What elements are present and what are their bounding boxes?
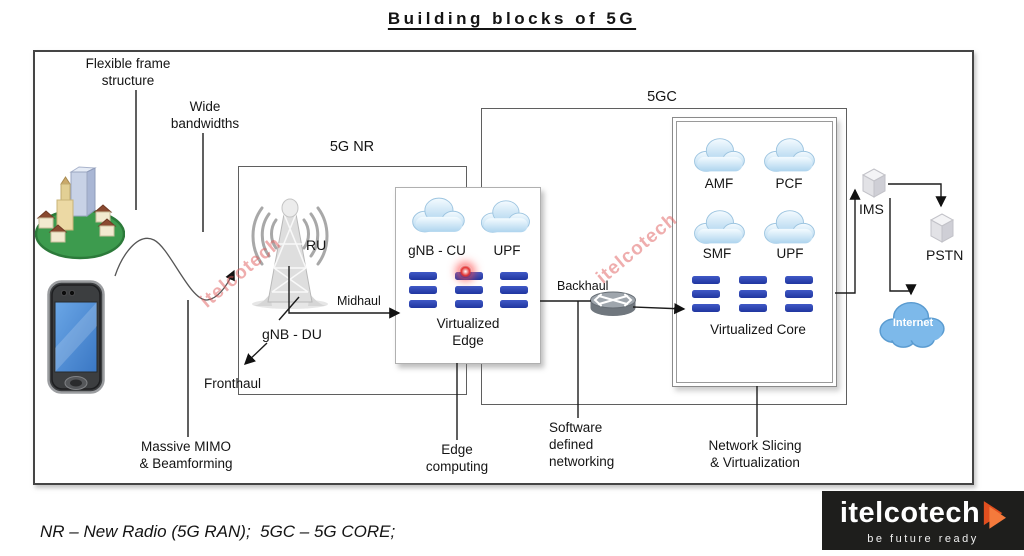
cloud-icon-gnb-cu — [412, 197, 465, 233]
label-internet: Internet — [892, 317, 934, 329]
label-smf: SMF — [702, 246, 732, 261]
laser-pointer-dot — [459, 265, 472, 278]
server-rack — [692, 276, 720, 312]
label-gnb-du: gNB - DU — [262, 326, 322, 342]
label-virtualized-core: Virtualized Core — [710, 322, 806, 337]
brand-name: itelcotech — [839, 497, 981, 529]
pstn-node-icon — [929, 213, 955, 243]
brand-logo: itelcotech be future ready — [822, 491, 1024, 550]
server-rack — [500, 272, 528, 308]
cloud-icon-upf-edge — [480, 200, 530, 233]
label-ru: RU — [306, 237, 327, 253]
label-gnb-cu: gNB - CU — [408, 243, 466, 258]
radio-waves — [251, 206, 329, 266]
label-flexible-frame: Flexible frame structure — [85, 56, 171, 88]
label-5g-nr: 5G NR — [329, 139, 375, 155]
label-wide-bandwidths: Wide bandwidths — [170, 99, 240, 131]
label-virtualized-edge: Virtualized Edge — [436, 316, 500, 348]
server-rack — [409, 272, 437, 308]
server-rack — [785, 276, 813, 312]
server-rack — [739, 276, 767, 312]
brand-tagline: be future ready — [867, 532, 979, 545]
label-massive-mimo: Massive MIMO & Beamforming — [139, 439, 233, 471]
houses — [36, 204, 117, 243]
page-title: Building blocks of 5G — [387, 9, 637, 28]
internet-cloud-icon — [879, 301, 945, 348]
cloud-icon-pcf — [764, 138, 815, 172]
label-5gc: 5GC — [647, 89, 677, 105]
server-rack — [455, 272, 483, 308]
label-amf: AMF — [704, 176, 734, 191]
label-pcf: PCF — [775, 176, 803, 191]
router-icon — [590, 291, 636, 316]
label-upf-edge: UPF — [493, 243, 521, 258]
cloud-icon-smf — [694, 210, 745, 244]
label-sdn: Software defined networking — [549, 420, 615, 469]
cloud-icon-upf-core — [764, 210, 815, 244]
label-pstn: PSTN — [926, 247, 964, 263]
label-upf-core: UPF — [776, 246, 804, 261]
label-edge-computing: Edge computing — [425, 442, 489, 474]
footnote: NR – New Radio (5G RAN); 5GC – 5G CORE; — [40, 522, 396, 541]
label-ims: IMS — [859, 201, 884, 217]
brand-arrow-icon — [984, 500, 1007, 529]
cloud-icon-amf — [694, 138, 745, 172]
town-illustration — [34, 166, 125, 260]
label-midhaul: Midhaul — [337, 294, 381, 308]
label-network-slicing: Network Slicing & Virtualization — [708, 438, 802, 470]
label-backhaul: Backhaul — [557, 279, 609, 293]
smartphone-illustration — [47, 280, 105, 394]
ims-node-icon — [861, 168, 887, 198]
label-fronthaul: Fronthaul — [204, 376, 262, 391]
